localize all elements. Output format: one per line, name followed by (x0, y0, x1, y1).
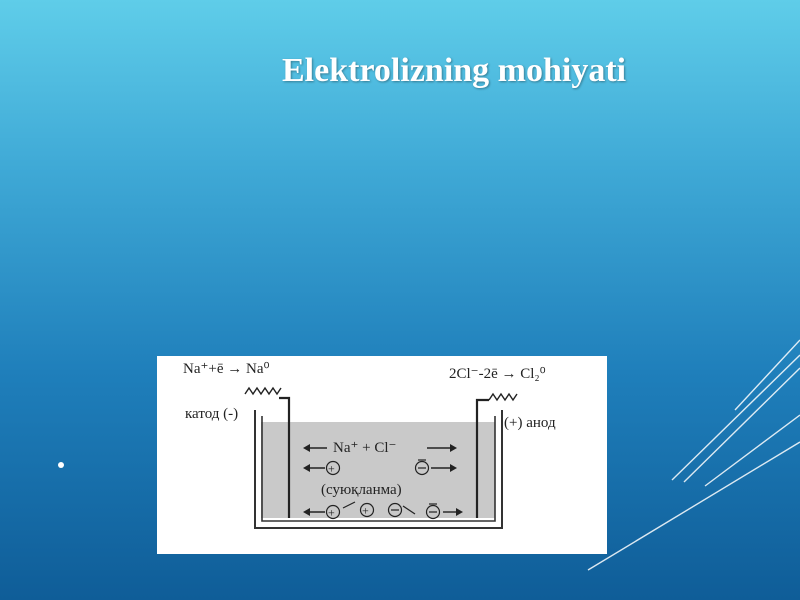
cation-icon-bottom-1 (325, 504, 341, 520)
deco-line-3 (704, 414, 800, 487)
melt-label: (суюқланма) (321, 482, 402, 498)
arrowhead-right-top (450, 444, 457, 452)
arrowhead-left-bottom (303, 508, 310, 516)
anode-label: (+) анод (504, 415, 556, 431)
bullet-dot (58, 462, 64, 468)
arrowhead-right-bottom (456, 508, 463, 516)
ions-label: Na⁺ + Cl⁻ (333, 440, 396, 456)
vessel-outer-wall (254, 410, 503, 529)
arrow-small-2 (402, 505, 416, 515)
cation-plus-icon-bottom-1: + (328, 506, 335, 520)
cathode-electrode (279, 396, 291, 518)
melt-liquid (261, 422, 495, 518)
arrowhead-right-mid (450, 464, 457, 472)
anode-reaction: 2Cl⁻-2ē → Cl₂⁰ (449, 366, 546, 382)
deco-line-4 (734, 339, 800, 411)
cation-icon (325, 460, 341, 476)
cathode-reaction: Na⁺+ē → Na⁰ (183, 361, 270, 377)
cation-plus-icon-bottom-2: + (362, 504, 369, 518)
anion-icon-bottom-2 (425, 504, 441, 520)
vessel-inner-wall (261, 416, 496, 522)
arrowhead-left-top (303, 444, 310, 452)
deco-line-1 (671, 354, 800, 481)
cation-plus-icon: + (328, 462, 335, 476)
anion-icon-bottom-1 (387, 502, 403, 518)
cation-icon-bottom-2 (359, 502, 375, 518)
arrow-small-1 (342, 501, 356, 509)
anion-icon (414, 460, 430, 476)
anode-electrode (475, 398, 489, 518)
electrolysis-diagram: Na⁺+ē → Na⁰ 2Cl⁻-2ē → Cl₂⁰ катод (-) (+)… (157, 356, 607, 554)
arrowhead-left-mid (303, 464, 310, 472)
anode-wire-icon (488, 392, 518, 402)
deco-line-5 (587, 441, 800, 571)
cathode-wire-icon (244, 386, 282, 396)
slide-title: Elektrolizning mohiyati (282, 52, 627, 89)
cathode-label: катод (-) (185, 406, 238, 422)
deco-line-2 (683, 367, 800, 483)
